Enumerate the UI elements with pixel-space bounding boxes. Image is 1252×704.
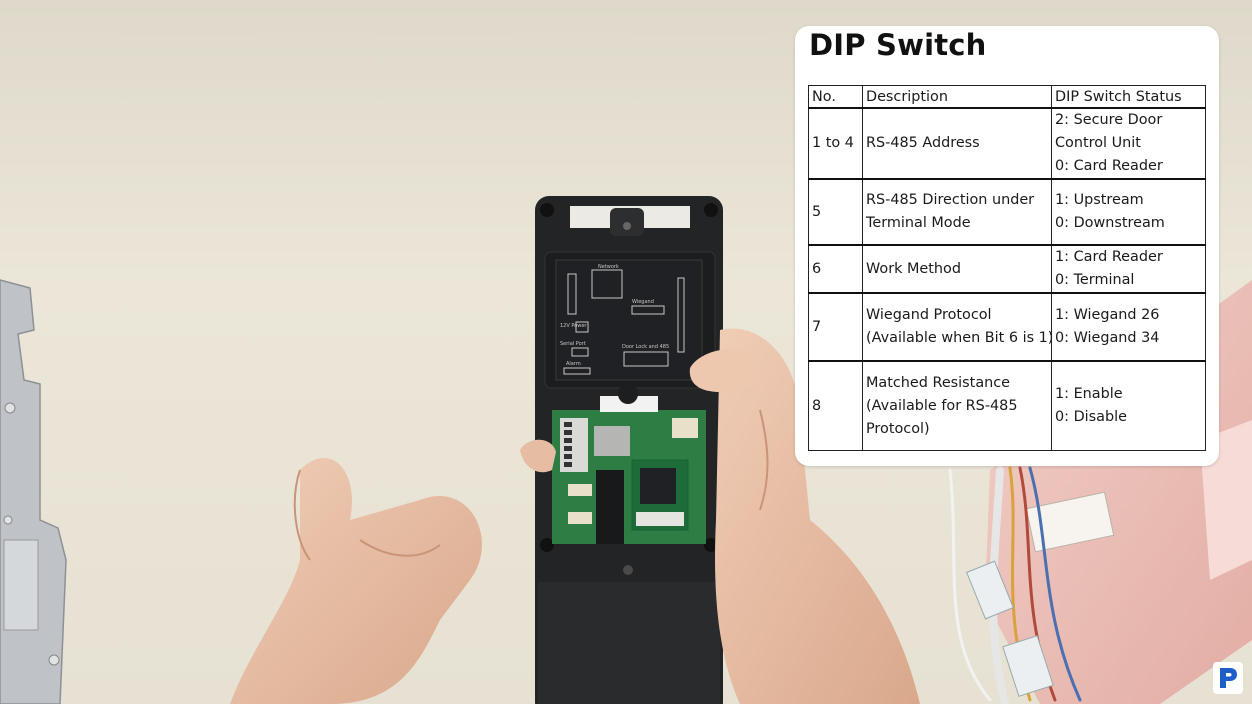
row-status: 1: Wiegand 26 0: Wiegand 34: [1051, 292, 1206, 362]
channel-logo[interactable]: [1213, 662, 1243, 694]
label-wiegand: Wiegand: [632, 299, 654, 305]
column-header-no: No.: [808, 85, 863, 109]
row-description: RS-485 Address: [862, 107, 1052, 180]
row-status: 2: Secure Door Control Unit 0: Card Read…: [1051, 107, 1206, 180]
label-network: Network: [598, 264, 619, 270]
row-status: 1: Upstream 0: Downstream: [1051, 178, 1206, 246]
label-door-lock: Door Lock and 485: [622, 344, 669, 350]
status-line: 0: Downstream: [1055, 215, 1165, 231]
right-hand: [520, 328, 920, 704]
table-header-row: No. Description DIP Switch Status: [808, 85, 1206, 109]
status-line: Control Unit: [1055, 135, 1141, 151]
label-12v-power: 12V Power: [560, 323, 587, 329]
row-description: Work Method: [862, 244, 1052, 294]
dip-switch-title: DIP Switch: [809, 28, 987, 62]
row-no: 5: [808, 178, 863, 246]
column-header-description: Description: [862, 85, 1052, 109]
p-logo-icon: [1220, 668, 1237, 688]
description-line: (Available when Bit 6 is 1): [866, 330, 1054, 346]
row-description: Matched Resistance (Available for RS-485…: [862, 360, 1052, 451]
description-line: Wiegand Protocol: [866, 307, 992, 323]
metal-plate: [0, 279, 67, 704]
description-line: Work Method: [866, 260, 961, 277]
status-line: 0: Card Reader: [1055, 158, 1163, 174]
status-line: 0: Terminal: [1055, 272, 1135, 288]
table-row: 7 Wiegand Protocol (Available when Bit 6…: [808, 292, 1206, 362]
row-no: 1 to 4: [808, 107, 863, 180]
cable-bundle: [948, 466, 1082, 704]
status-line: 2: Secure Door: [1055, 112, 1163, 128]
table-row: 1 to 4 RS-485 Address 2: Secure Door Con…: [808, 107, 1206, 180]
description-line: Terminal Mode: [866, 215, 971, 231]
dip-switch-card: DIP Switch No. Description DIP Switch St…: [795, 26, 1219, 466]
description-line: Matched Resistance: [866, 374, 1011, 391]
description-line: (Available for RS-485: [866, 397, 1018, 414]
table-row: 8 Matched Resistance (Available for RS-4…: [808, 360, 1206, 451]
status-line: 0: Wiegand 34: [1055, 330, 1160, 346]
status-line: 1: Card Reader: [1055, 249, 1163, 265]
dip-switch-table: No. Description DIP Switch Status 1 to 4…: [808, 85, 1206, 451]
description-line: RS-485 Direction under: [866, 192, 1035, 208]
column-header-status: DIP Switch Status: [1051, 85, 1206, 109]
row-no: 8: [808, 360, 863, 451]
status-line: 0: Disable: [1055, 409, 1127, 425]
table-row: 5 RS-485 Direction under Terminal Mode 1…: [808, 178, 1206, 246]
row-no: 6: [808, 244, 863, 294]
row-description: RS-485 Direction under Terminal Mode: [862, 178, 1052, 246]
label-serial-port: Serial Port: [560, 341, 586, 347]
row-description: Wiegand Protocol (Available when Bit 6 i…: [862, 292, 1054, 362]
status-line: 1: Upstream: [1055, 192, 1144, 208]
left-hand: [230, 458, 482, 704]
table-row: 6 Work Method 1: Card Reader 0: Terminal: [808, 244, 1206, 294]
description-line: Protocol): [866, 420, 930, 437]
row-no: 7: [808, 292, 863, 362]
row-status: 1: Enable 0: Disable: [1051, 360, 1206, 451]
access-controller-device: Network Wiegand 12V Power Serial Port Do…: [535, 196, 723, 704]
label-alarm: Alarm: [566, 361, 581, 367]
description-line: RS-485 Address: [866, 135, 980, 151]
status-line: 1: Wiegand 26: [1055, 307, 1160, 323]
status-line: 1: Enable: [1055, 386, 1123, 402]
row-status: 1: Card Reader 0: Terminal: [1051, 244, 1206, 294]
